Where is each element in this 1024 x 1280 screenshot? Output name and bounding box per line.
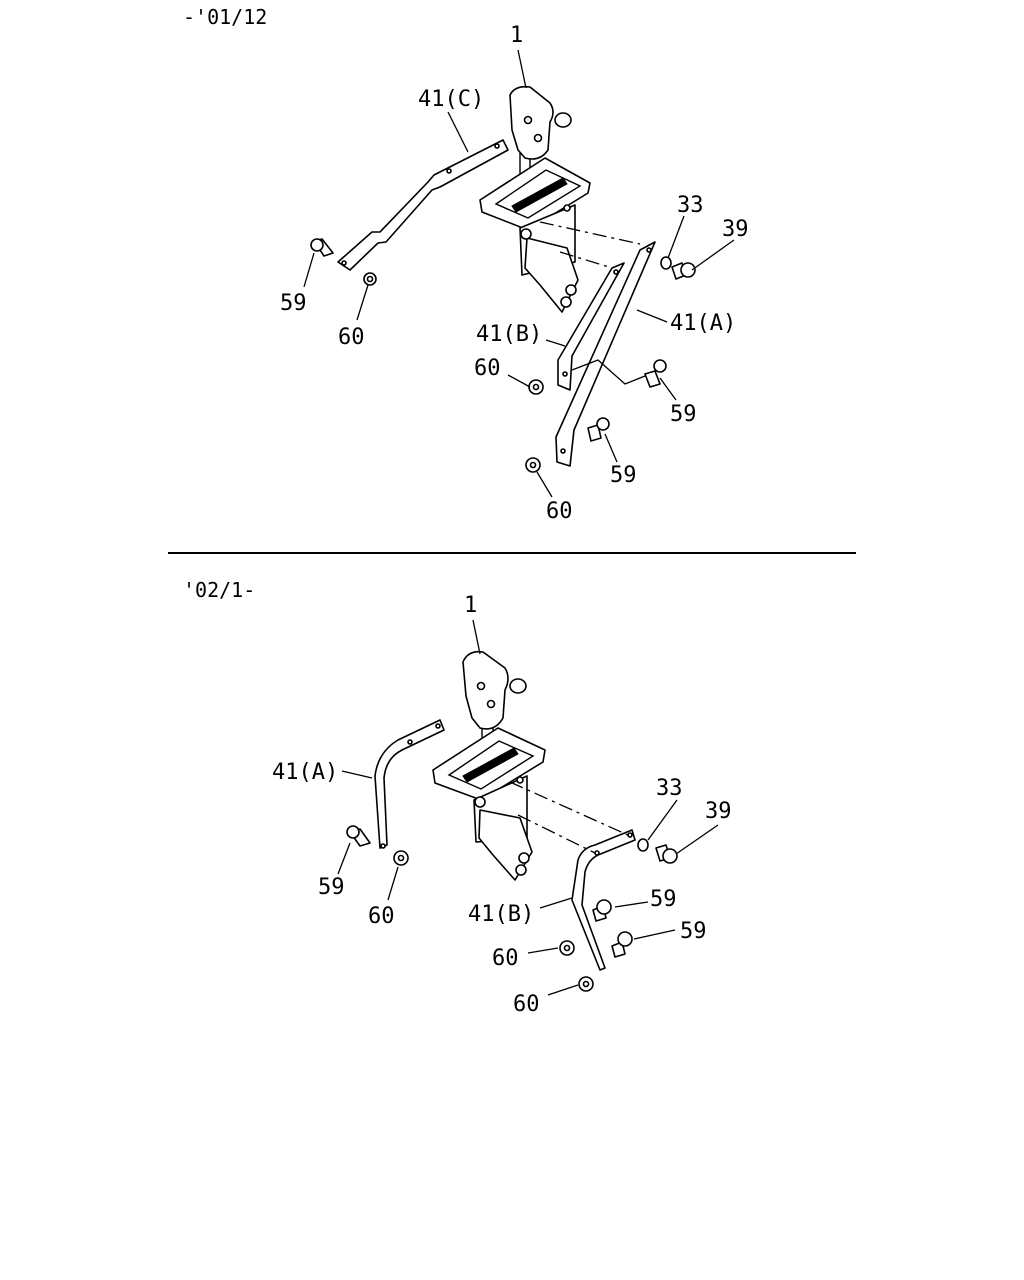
label-59-right-top: 59 <box>670 402 697 427</box>
nut-60-lower-bottom <box>578 976 594 992</box>
bolt-59-right2-bottom <box>611 931 633 958</box>
bolt-59-right-top <box>644 359 667 388</box>
bracket-41c-top <box>337 139 509 271</box>
label-39-top: 39 <box>722 217 749 242</box>
label-59-right1-bottom: 59 <box>650 887 677 912</box>
label-1-bottom: 1 <box>464 593 477 618</box>
label-41a-top: 41(A) <box>670 311 736 336</box>
bracket-41a-bottom <box>374 719 445 849</box>
nut-60-mid-bottom <box>559 940 575 956</box>
label-39-bottom: 39 <box>705 799 732 824</box>
label-60-lower-top: 60 <box>546 499 573 524</box>
label-60-mid-bottom: 60 <box>492 946 519 971</box>
label-33-top: 33 <box>677 193 704 218</box>
label-60-left-bottom: 60 <box>368 904 395 929</box>
bolt-39-top <box>671 262 696 280</box>
bolt-39-bottom <box>655 844 678 864</box>
label-41a-bottom: 41(A) <box>272 760 338 785</box>
label-41c-top: 41(C) <box>418 87 484 112</box>
label-33-bottom: 33 <box>656 776 683 801</box>
nut-60-lower-top <box>525 457 541 473</box>
nut-60-mid-top <box>528 379 544 395</box>
shift-lever-assembly-bottom <box>432 650 546 881</box>
bottom-section: '02/1- <box>183 578 732 1017</box>
label-41b-bottom: 41(B) <box>468 902 534 927</box>
shift-lever-assembly-top <box>479 85 591 313</box>
bolt-59-right1-bottom <box>592 899 612 922</box>
washer-33-top <box>660 256 672 270</box>
nut-60-left-top <box>363 272 377 286</box>
top-section: -'01/12 <box>183 5 749 524</box>
label-59-left-top: 59 <box>280 291 307 316</box>
washer-33-bottom <box>637 838 649 852</box>
label-41b-top: 41(B) <box>476 322 542 347</box>
label-60-lower-bottom: 60 <box>513 992 540 1017</box>
bolt-59-left-bottom <box>346 825 371 847</box>
label-59-lower-top: 59 <box>610 463 637 488</box>
label-60-mid-top: 60 <box>474 356 501 381</box>
label-1-top: 1 <box>510 23 523 48</box>
bolt-59-left-top <box>310 238 334 257</box>
nut-60-left-bottom <box>393 850 409 866</box>
bolt-59-lower-top <box>587 417 610 442</box>
bottom-section-header: '02/1- <box>183 578 255 602</box>
label-59-left-bottom: 59 <box>318 875 345 900</box>
top-section-header: -'01/12 <box>183 5 267 29</box>
bracket-41a-top <box>555 241 656 467</box>
label-60-left-top: 60 <box>338 325 365 350</box>
label-59-right2-bottom: 59 <box>680 919 707 944</box>
